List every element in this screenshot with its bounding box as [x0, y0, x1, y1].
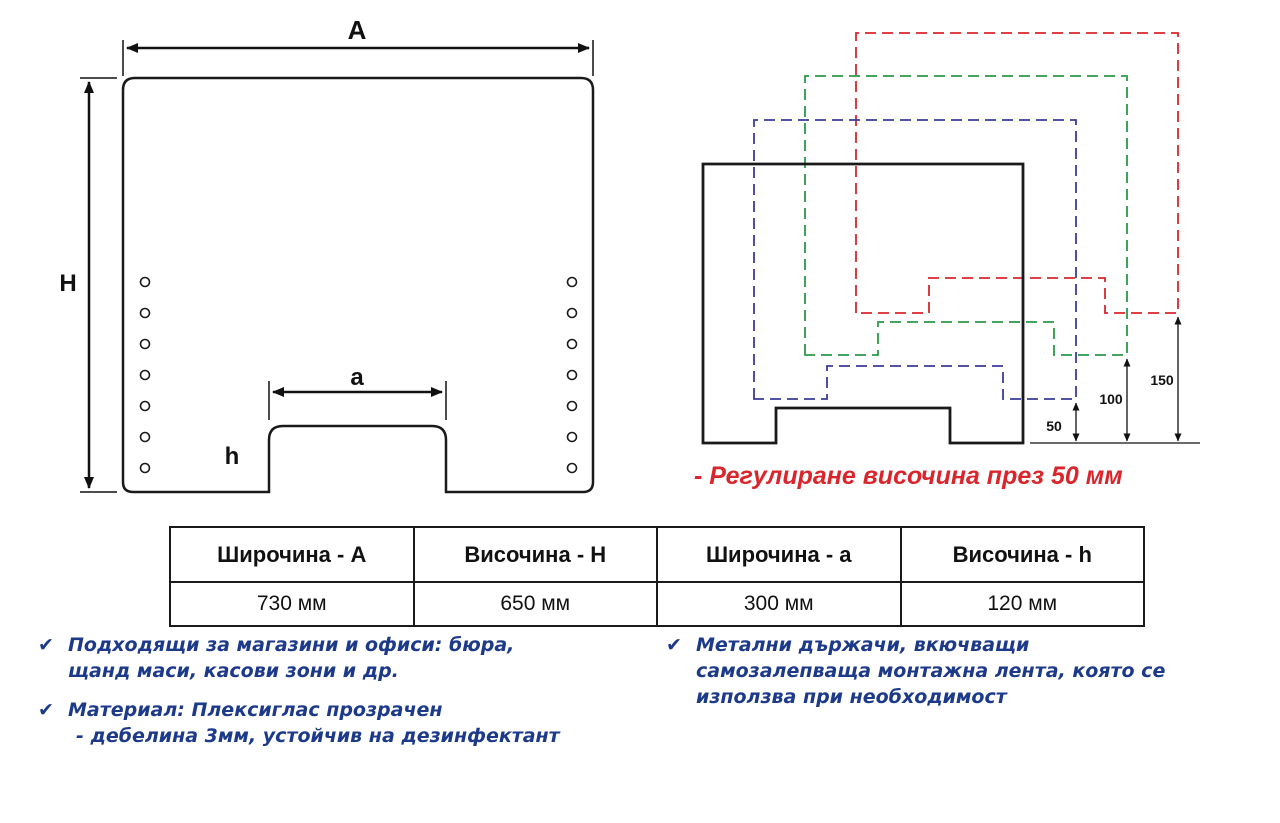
mounting-hole-right [566, 369, 578, 381]
mounting-hole-left [139, 276, 151, 288]
feature-item-usage: ✔ Подходящи за магазини и офиси: бюра, щ… [38, 632, 514, 684]
mounting-holes-left [139, 276, 151, 474]
mounting-hole-left [139, 431, 151, 443]
feature-holders-line-2: самозалепваща монтажна лента, която се [696, 660, 1166, 682]
spec-value-height-h: 650 мм [412, 581, 658, 627]
mounting-hole-left [139, 400, 151, 412]
spec-header-width-a: Широчина - А [169, 526, 415, 583]
spec-value-width-cutout: 300 мм [656, 581, 902, 627]
feature-holders-line-3: използва при необходимост [696, 686, 1007, 708]
dim-label-a-width: A [348, 15, 367, 45]
spec-header-height-cutout: Височина - h [899, 526, 1145, 583]
mounting-hole-right [566, 307, 578, 319]
mounting-hole-right [566, 338, 578, 350]
mounting-hole-left [139, 338, 151, 350]
feature-item-material: ✔ Материал: Плексиглас прозрачен - дебел… [38, 697, 560, 749]
mounting-hole-right [566, 276, 578, 288]
dim-label-150: 150 [1150, 372, 1174, 388]
adjust-outline-150 [855, 32, 1179, 314]
dim-label-h-height: H [59, 270, 76, 297]
mounting-hole-right [566, 431, 578, 443]
feature-usage-line-2: щанд маси, касови зони и др. [68, 660, 399, 682]
spec-header-width-cutout: Широчина - а [656, 526, 902, 583]
panel-front-view: A H a h [59, 15, 595, 494]
spec-table: Широчина - А Височина - Н Широчина - а В… [169, 526, 1145, 627]
mounting-hole-left [139, 369, 151, 381]
check-icon: ✔ [666, 634, 682, 656]
feature-item-holders: ✔ Метални държачи, вкючващи самозалепващ… [666, 632, 1165, 710]
feature-holders-line-1: Метални държачи, вкючващи [696, 634, 1030, 656]
feature-material-line-2: - дебелина 3мм, устойчив на дезинфектант [76, 725, 560, 747]
mounting-hole-left [139, 307, 151, 319]
spec-header-height-h: Височина - Н [412, 526, 658, 583]
adjust-outline-base [701, 162, 1025, 445]
dim-label-cutout-width: a [350, 364, 364, 391]
mounting-hole-right [566, 462, 578, 474]
spec-value-height-cutout: 120 мм [899, 581, 1145, 627]
spec-table-value-row: 730 мм 650 мм 300 мм 120 мм [169, 581, 1145, 627]
adjust-outline-100 [804, 75, 1128, 356]
check-icon: ✔ [38, 634, 54, 656]
feature-usage-line-1: Подходящи за магазини и офиси: бюра, [68, 634, 515, 656]
spec-table-header-row: Широчина - А Височина - Н Широчина - а В… [169, 526, 1145, 583]
feature-material-line-1: Материал: Плексиглас прозрачен [68, 699, 443, 721]
adjust-outline-50 [753, 119, 1077, 400]
height-adjust-caption: - Регулиране височина през 50 мм [694, 462, 1123, 490]
mounting-hole-left [139, 462, 151, 474]
dim-label-100: 100 [1099, 391, 1123, 407]
mounting-hole-right [566, 400, 578, 412]
mounting-holes-right [566, 276, 578, 474]
dim-label-cutout-height: h [225, 443, 240, 470]
spec-value-width-a: 730 мм [169, 581, 415, 627]
height-adjustment-view: 50 100 150 [701, 32, 1200, 445]
dim-label-50: 50 [1046, 418, 1062, 434]
check-icon: ✔ [38, 699, 54, 721]
panel-outline [121, 76, 595, 494]
